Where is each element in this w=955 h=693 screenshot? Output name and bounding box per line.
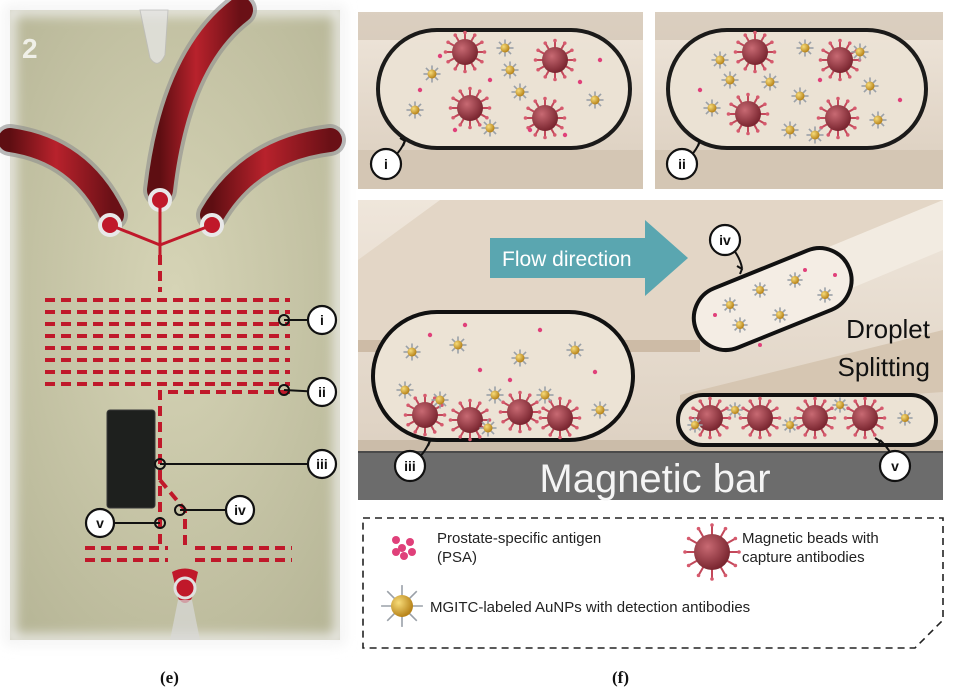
subpanel-splitting: Magnetic bar Flow direction Droplet Spli… — [358, 200, 943, 501]
svg-text:i: i — [320, 312, 324, 328]
flow-direction-label: Flow direction — [502, 248, 632, 271]
svg-text:iv: iv — [719, 232, 731, 248]
subpanel-ii — [655, 12, 943, 189]
aunp-icon — [381, 585, 423, 627]
magnetic-bar — [358, 452, 943, 500]
chip-number: 2 — [22, 33, 38, 64]
svg-text:iii: iii — [316, 456, 328, 472]
svg-text:v: v — [96, 515, 104, 531]
svg-text:i: i — [384, 156, 388, 172]
flow-direction-arrow — [490, 220, 688, 296]
panel-e: 2 — [0, 0, 346, 687]
legend: Prostate-specific antigen (PSA) Magnetic… — [362, 517, 944, 649]
subpanel-i — [358, 12, 643, 189]
magnet-block — [107, 410, 155, 508]
legend-beads-line2: capture antibodies — [742, 549, 865, 566]
droplet-splitting-line1: Droplet — [846, 314, 931, 344]
caption-f: (f) — [612, 668, 629, 687]
droplet-ii — [666, 28, 928, 150]
legend-psa-line2: (PSA) — [437, 549, 477, 566]
panel-f: Magnetic bar Flow direction Droplet Spli… — [358, 12, 944, 687]
svg-text:iv: iv — [234, 502, 246, 518]
magnetic-bead-icon — [683, 523, 741, 581]
inlet-channels — [109, 200, 213, 255]
inlet-tubes — [0, 0, 346, 231]
magnetic-bar-label: Magnetic bar — [539, 457, 770, 501]
psa-icon — [392, 536, 416, 560]
legend-beads-line1: Magnetic beads with — [742, 530, 879, 547]
caption-e: (e) — [160, 668, 179, 687]
svg-text:v: v — [891, 458, 899, 474]
legend-aunp-label: MGITC-labeled AuNPs with detection antib… — [430, 599, 750, 616]
legend-psa-line1: Prostate-specific antigen — [437, 530, 601, 547]
svg-text:ii: ii — [318, 384, 326, 400]
svg-text:ii: ii — [678, 156, 686, 172]
droplet-splitting-line2: Splitting — [838, 352, 931, 382]
svg-text:iii: iii — [404, 458, 416, 474]
